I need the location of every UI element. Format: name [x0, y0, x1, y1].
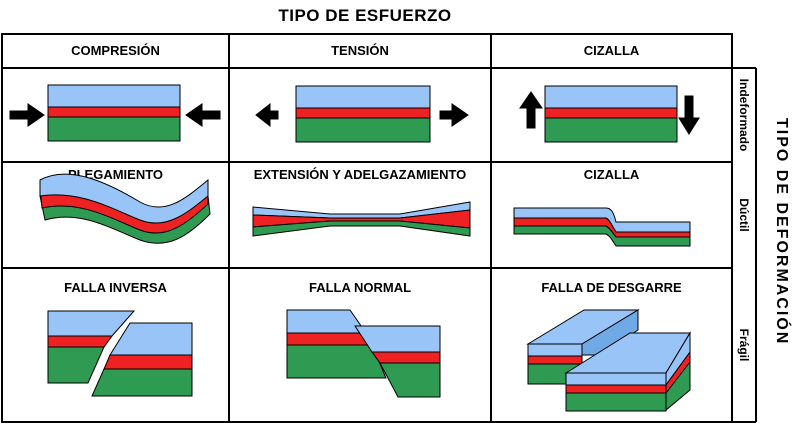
ductile-shear-illustration: [513, 207, 691, 247]
cell-title-falla-inversa: FALLA INVERSA: [64, 280, 167, 295]
column-header-cizalla: CIZALLA: [583, 43, 640, 58]
cell-title-plegamiento: PLEGAMIENTO: [67, 167, 164, 182]
arrow-right-icon: [439, 103, 469, 127]
arrow-left-icon: [255, 102, 279, 128]
arrow-down-icon: [678, 95, 700, 135]
normal-fault-illustration: [286, 309, 441, 398]
block-cizalla-undeformed: [544, 85, 678, 143]
cell-title-cizalla-ductil: CIZALLA: [583, 167, 640, 182]
fold-illustration: [39, 173, 211, 244]
cell-title-falla-normal: FALLA NORMAL: [308, 280, 412, 295]
cell-title-falla-desgarre: FALLA DE DESGARRE: [541, 280, 682, 295]
diagram-title: TIPO DE ESFUERZO: [278, 6, 452, 25]
arrow-up-icon: [519, 91, 543, 129]
arrow-right-icon: [9, 103, 45, 127]
column-header-compresion: COMPRESIÓN: [71, 43, 160, 58]
block-compresion-undeformed: [47, 84, 181, 142]
reverse-fault-illustration: [47, 310, 193, 397]
extension-thinning-illustration: [252, 201, 471, 237]
column-header-tension: TENSIÓN: [331, 43, 389, 58]
arrow-left-icon: [185, 103, 221, 127]
strike-slip-fault-illustration: [526, 309, 691, 412]
block-tension-undeformed: [295, 85, 431, 143]
cell-title-extension: EXTENSIÓN Y ADELGAZAMIENTO: [253, 167, 467, 182]
